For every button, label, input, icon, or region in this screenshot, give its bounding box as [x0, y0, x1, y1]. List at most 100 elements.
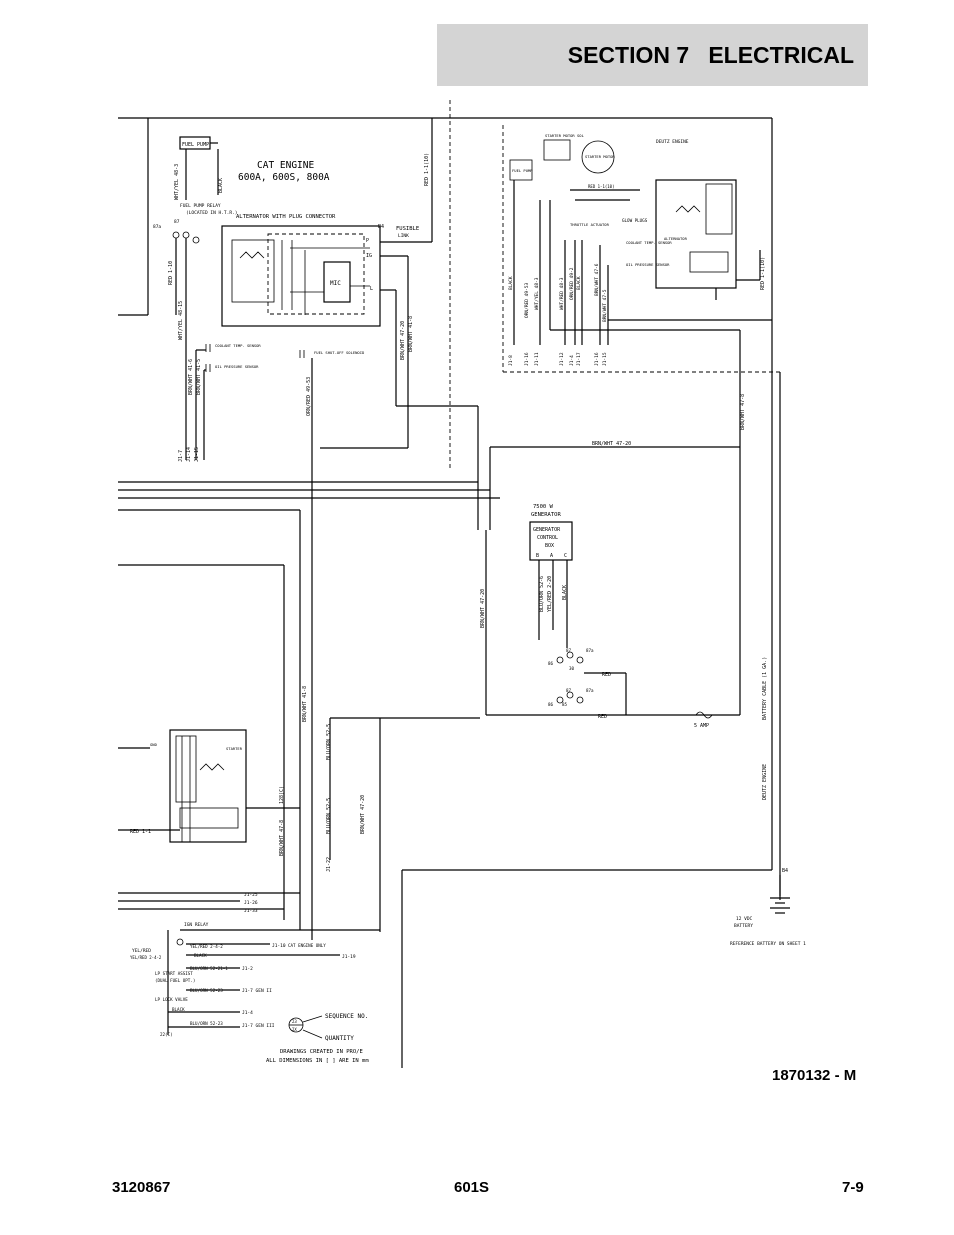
- wire-blu-orn-52-5-b: BLU/ORN 52-5: [326, 798, 332, 834]
- svg-text:J1-16: J1-16: [524, 352, 530, 366]
- mic-label: MIC: [330, 280, 341, 287]
- svg-text:87a: 87a: [153, 224, 161, 230]
- wire-brn-wht-47-8: BRN/WHT 47-8: [740, 394, 746, 430]
- doc-number: 3120867: [112, 1179, 171, 1196]
- svg-text:J1-15: J1-15: [602, 352, 608, 366]
- deutz-fuel-pump-box: [509, 159, 533, 181]
- page-number: 7-9: [842, 1179, 864, 1196]
- fusible-link-label: FUSIBLE: [396, 226, 419, 232]
- svg-text:RED: RED: [598, 714, 607, 720]
- svg-text:23: 23: [292, 1019, 297, 1024]
- deutz-engine-label-2: DEUTZ ENGINE: [762, 764, 768, 800]
- wire-wht-yel-48-3: WHT/YEL 48-3: [174, 164, 180, 200]
- svg-text:BRN/WHT 47-5: BRN/WHT 47-5: [602, 289, 608, 322]
- starter-label: STARTER: [226, 746, 243, 751]
- svg-text:J1-15: J1-15: [194, 447, 200, 462]
- svg-text:L: L: [370, 286, 373, 292]
- svg-text:BLACK: BLACK: [508, 276, 514, 290]
- wire-brn-wht-47-20-d: BRN/WHT 47-20: [360, 795, 366, 834]
- section-title: SECTION 7 ELECTRICAL: [567, 42, 854, 68]
- battery-cable-label: BATTERY CABLE (1 GA.): [762, 657, 768, 720]
- wire-brn-wht-47-20-b: BRN/WHT 47-20: [592, 441, 631, 447]
- svg-text:RED 1-1(10): RED 1-1(10): [588, 184, 615, 189]
- drawing-number: 1870132 - M: [772, 1067, 857, 1084]
- svg-text:J1-8: J1-8: [508, 355, 514, 366]
- svg-text:J1-22: J1-22: [326, 857, 332, 872]
- deutz-oil-sensor: OIL PRESSURE SENSOR: [626, 262, 670, 267]
- wire-brn-wht-47-8-b: BRN/WHT 47-8: [279, 820, 285, 856]
- fuel-pump-relay-note: (LOCATED IN H.T.R.): [186, 210, 237, 216]
- svg-text:86: 86: [548, 702, 554, 707]
- svg-text:J1-19: J1-19: [342, 954, 356, 960]
- svg-text:BLU/ORN 52-6: BLU/ORN 52-6: [539, 576, 545, 612]
- svg-text:YEL/RED 2-4-2: YEL/RED 2-4-2: [190, 944, 223, 949]
- wire-brn-wht-47-20-c: BRN/WHT 47-20: [480, 589, 486, 628]
- model-number: 601S: [454, 1179, 490, 1196]
- fuel-pump-label: FUEL PUMP: [182, 142, 209, 148]
- battery-label: 12 VDC: [736, 916, 753, 922]
- wire-brn-wht-41-6: BRN/WHT 41-6: [188, 359, 194, 395]
- svg-text:BOX: BOX: [545, 543, 554, 549]
- cat-coolant-sensor: COOLANT TEMP. SENSOR: [215, 343, 261, 348]
- svg-text:30: 30: [569, 666, 575, 671]
- cat-engine-title: CAT ENGINE: [257, 160, 314, 171]
- svg-text:J1-10: J1-10: [272, 943, 286, 949]
- svg-text:GENERATOR: GENERATOR: [531, 512, 561, 518]
- svg-text:J1-4: J1-4: [242, 1010, 253, 1016]
- legend-quantity: QUANTITY: [325, 1035, 354, 1042]
- svg-text:RED 1-1(10): RED 1-1(10): [760, 257, 766, 290]
- svg-text:J1-7: J1-7: [178, 450, 184, 462]
- svg-text:YEL/RED: YEL/RED: [132, 948, 151, 954]
- legend-note-1: DRAWINGS CREATED IN PRO/E: [280, 1049, 363, 1055]
- svg-text:J1-2: J1-2: [242, 966, 253, 972]
- fuel-pump-relay-label: FUEL PUMP RELAY: [180, 203, 221, 209]
- svg-text:GND: GND: [150, 742, 158, 747]
- svg-text:J1-17: J1-17: [576, 352, 582, 366]
- deutz-alternator-label: ALTERNATOR: [664, 236, 688, 241]
- svg-text:J1-25: J1-25: [244, 892, 258, 898]
- svg-text:BLACK: BLACK: [576, 276, 582, 290]
- deutz-fuel-pump-label: FUEL PUMP: [512, 168, 533, 173]
- legend-sequence: SEQUENCE NO.: [325, 1013, 368, 1020]
- wire-brn-wht-41-8-a: BRN/WHT 41-8: [408, 316, 414, 352]
- svg-text:A: A: [550, 553, 553, 559]
- svg-text:CONTROL: CONTROL: [537, 535, 558, 541]
- svg-text:128(C): 128(C): [279, 786, 285, 804]
- svg-text:J1-33: J1-33: [244, 908, 258, 914]
- svg-text:BLACK: BLACK: [562, 585, 568, 600]
- wire-red-1-10: RED 1-10: [168, 261, 174, 285]
- deutz-coolant-sensor: COOLANT TEMP. SENSOR: [626, 240, 672, 245]
- svg-text:J1-14: J1-14: [186, 447, 192, 462]
- svg-text:87: 87: [566, 648, 572, 653]
- svg-text:WHT/RED 48-3: WHT/RED 48-3: [559, 277, 565, 310]
- wire-wht-yel-48-15: WHT/YEL 48-15: [178, 301, 184, 340]
- wire-brn-wht-41-8-b: BRN/WHT 41-8: [302, 686, 308, 722]
- generator-control-box: [529, 521, 573, 561]
- battery-reference: REFERENCE BATTERY ON SHEET 1: [730, 941, 806, 947]
- svg-text:IG: IG: [366, 253, 372, 259]
- svg-text:2X: 2X: [292, 1027, 297, 1032]
- gen-relay-2: [556, 696, 564, 704]
- wire-red-1-1: RED 1-1: [130, 829, 151, 835]
- legend-note-2: ALL DIMENSIONS IN [ ] ARE IN mm: [266, 1058, 369, 1064]
- svg-text:B: B: [536, 553, 539, 559]
- deutz-alternator-box: [655, 179, 737, 289]
- svg-text:P: P: [366, 238, 369, 244]
- wire-red-1-1-10-cat: RED 1-1(10): [424, 153, 430, 186]
- svg-text:B4: B4: [378, 224, 384, 230]
- wire-black-fp: BLACK: [218, 178, 224, 193]
- svg-text:87: 87: [566, 688, 572, 693]
- cat-engine-only-label: CAT ENGINE ONLY: [288, 943, 326, 948]
- starter-motor-label: STARTER MOTOR: [585, 154, 615, 159]
- svg-text:LINK: LINK: [398, 233, 409, 239]
- alternator-stator: [231, 239, 275, 303]
- wire-brn-wht-41-5: BRN/WHT 41-5: [196, 359, 202, 395]
- section-header: SECTION 7 ELECTRICAL: [437, 24, 868, 86]
- alternator-box: [221, 225, 381, 327]
- fuel-shutoff-label: FUEL SHUT-OFF SOLENOID: [314, 350, 365, 355]
- svg-text:(DUAL FUEL OPT.): (DUAL FUEL OPT.): [155, 978, 195, 983]
- svg-text:GENERATOR: GENERATOR: [533, 527, 561, 533]
- svg-text:YEL/RED 2-4-2: YEL/RED 2-4-2: [130, 955, 162, 960]
- starter-sol-box: [543, 139, 571, 161]
